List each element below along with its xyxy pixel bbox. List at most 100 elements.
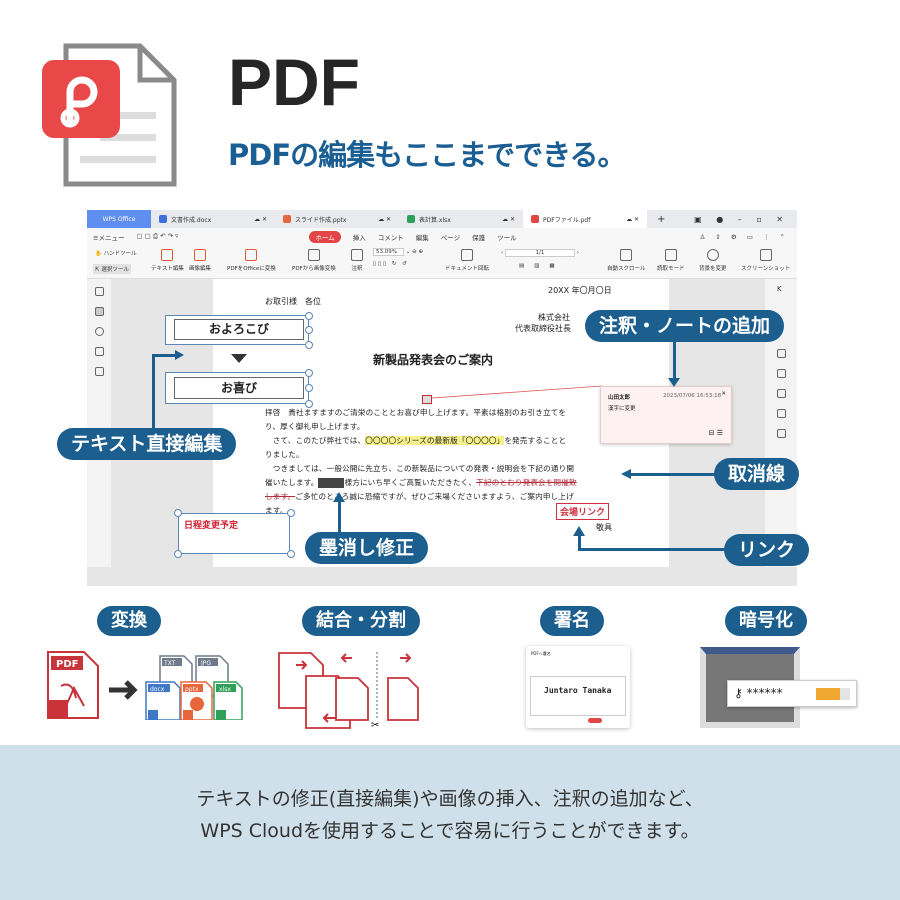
close-icon[interactable]: ☁ ✕	[502, 215, 515, 223]
label: 読取モード	[657, 266, 685, 272]
window-controls[interactable]: ▣ ● – ▫ ✕	[694, 214, 789, 224]
quick-access-icons[interactable]: ▢ ▢ ⎙ ↶ ↷ ▿	[136, 232, 179, 240]
comment-timestamp: 2023/07/06 16:53:18	[663, 393, 722, 399]
background-button[interactable]: 背景を変更	[699, 249, 727, 272]
tab-label: 文書作成.docx	[171, 216, 212, 224]
text: を発売することと	[504, 436, 567, 445]
print-icon[interactable]	[777, 429, 786, 438]
callout-arrow	[630, 473, 716, 476]
menu-insert[interactable]: 挿入	[352, 233, 366, 242]
hand-tool-button[interactable]: ✋ ハンドツール	[95, 251, 137, 257]
comment-marker-icon[interactable]	[422, 395, 432, 404]
rotate-button[interactable]: ドキュメント回転	[445, 249, 489, 272]
resize-handle[interactable]	[174, 509, 182, 517]
tab-xlsx[interactable]: 表計算.xlsx ☁ ✕	[399, 210, 523, 228]
comment-popup[interactable]: 山田太郎 2023/07/06 16:53:18 ✕ 漢字に変更 ⊟ ☰	[600, 386, 732, 444]
company: 株式会社	[538, 313, 570, 322]
menu-protect[interactable]: 保護	[472, 233, 486, 242]
pdf-to-office-button[interactable]: PDFをOfficeに変換	[227, 249, 276, 272]
signature-text: Juntaro Tanaka	[544, 686, 612, 695]
menu-comment[interactable]: コメント	[377, 233, 404, 242]
wps-pdf-logo	[42, 43, 177, 187]
tab-bar: WPS Office 文書作成.docx ☁ ✕ スライド作成.pptx☁ ✕ 表…	[87, 210, 797, 228]
resize-handle[interactable]	[305, 326, 313, 334]
callout-text-edit: テキスト直接編集	[57, 428, 237, 460]
annotate-button[interactable]: 注釈	[351, 249, 363, 272]
sign-ok-button[interactable]	[588, 718, 602, 723]
footer-line-2: WPS Cloudを使用することで容易に行うことができます。	[200, 820, 700, 842]
attachment-icon[interactable]	[95, 327, 104, 336]
top-right-icons[interactable]: ♙ ⇪ ⚙ ▭ ⋮ ⌃	[699, 232, 789, 241]
comment-options-icon[interactable]: ⊟ ☰	[708, 429, 723, 437]
strikethrough-text: します。	[265, 492, 296, 501]
edit-icon[interactable]	[777, 349, 786, 358]
format-pdf: PDF	[56, 659, 78, 670]
callout-link: リンク	[724, 534, 810, 566]
signature-icon[interactable]	[95, 347, 104, 356]
tab-docx[interactable]: 文書作成.docx ☁ ✕	[151, 210, 275, 228]
edited-text-old[interactable]: およろこび	[174, 319, 304, 340]
pen-icon[interactable]	[777, 389, 786, 398]
resize-handle[interactable]	[305, 341, 313, 349]
xlsx-icon	[407, 215, 415, 223]
resize-handle[interactable]	[174, 550, 182, 558]
menu-button[interactable]: ≡メニュー	[93, 233, 125, 242]
body-line: りました。	[265, 450, 304, 459]
close-icon[interactable]: ☁ ✕	[254, 215, 267, 223]
zoom-select[interactable]: 53.09% ⌄ ⊖ ⊕▯▯▯ ↻ ↺	[373, 248, 424, 267]
resize-handle[interactable]	[287, 509, 295, 517]
resize-handle[interactable]	[305, 384, 313, 392]
form-icon[interactable]	[777, 369, 786, 378]
label: テキスト編集	[151, 266, 184, 272]
schedule-box[interactable]	[178, 513, 290, 554]
menu-edit[interactable]: 編集	[415, 233, 429, 242]
menu-home[interactable]: ホーム	[309, 230, 341, 243]
image-edit-button[interactable]: 画像編集	[189, 249, 211, 272]
close-icon[interactable]: ☁ ✕	[626, 215, 639, 223]
strikethrough-text: 下記のとおり発表会を開催致	[476, 478, 577, 487]
tab-label: 表計算.xlsx	[419, 216, 451, 224]
label: 背景を変更	[699, 266, 727, 272]
thumbnail-icon[interactable]	[95, 307, 104, 316]
close-icon[interactable]: ☁ ✕	[378, 215, 391, 223]
resize-handle[interactable]	[305, 369, 313, 377]
select-tool-button[interactable]: ⇱ 選択ツール	[93, 264, 131, 274]
collapse-icon[interactable]: K	[777, 285, 782, 293]
auto-scroll-button[interactable]: 自動スクロール	[607, 249, 646, 272]
new-tab-button[interactable]: +	[657, 213, 666, 225]
tab-pdf[interactable]: PDFファイル.pdf☁ ✕	[523, 210, 647, 228]
body-line: 拝啓 貴社ますますのご清栄のこととお喜び申し上げます。平素は格別のお引き立てを	[265, 408, 567, 417]
resize-handle[interactable]	[305, 312, 313, 320]
format-txt: TXT	[163, 660, 176, 667]
resize-handle[interactable]	[287, 550, 295, 558]
convert-icon	[245, 249, 258, 261]
edited-text-new[interactable]: お喜び	[174, 377, 304, 399]
format-pptx: pptx	[185, 686, 199, 693]
menu-page[interactable]: ページ	[440, 233, 461, 242]
signature-area[interactable]	[530, 676, 626, 716]
close-icon[interactable]: ✕	[721, 391, 726, 397]
tab-pptx[interactable]: スライド作成.pptx☁ ✕	[275, 210, 399, 228]
venue-link[interactable]: 会場リンク	[556, 503, 610, 520]
screenshot-button[interactable]: スクリーンショット	[741, 249, 790, 272]
pdf-to-image-button[interactable]: PDFから画像変換	[292, 249, 336, 272]
toolbar: ✋ ハンドツール ⇱ 選択ツール テキスト編集 画像編集 PDFをOfficeに…	[87, 245, 797, 279]
label: 自動スクロール	[607, 266, 646, 272]
read-mode-button[interactable]: 読取モード	[657, 249, 685, 272]
page-navigator[interactable]: ‹ 1/1 ›▤▥▦	[501, 249, 579, 269]
text-edit-button[interactable]: テキスト編集	[151, 249, 184, 272]
scissors-icon: ✂	[371, 720, 379, 730]
label: 注釈	[351, 266, 363, 272]
down-arrow-icon	[231, 354, 247, 363]
callout-arrow	[152, 354, 176, 357]
bookmark-icon[interactable]	[95, 287, 104, 296]
menu-tools[interactable]: ツール	[497, 233, 517, 242]
label: PDFから画像変換	[292, 266, 336, 272]
layers-icon[interactable]	[95, 367, 104, 376]
tab-wps-office[interactable]: WPS Office	[87, 210, 151, 228]
password-field[interactable]: ⚷ ******	[727, 680, 857, 707]
align-icon[interactable]	[777, 409, 786, 418]
annotate-icon	[351, 249, 363, 261]
resize-handle[interactable]	[305, 400, 313, 408]
label: ドキュメント回転	[445, 266, 490, 272]
